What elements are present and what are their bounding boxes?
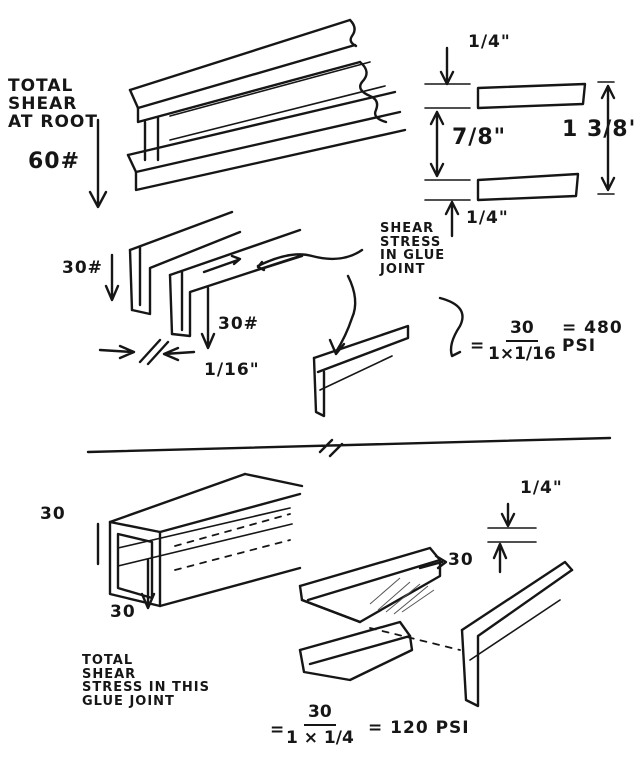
glue-width-value: 1/16"	[204, 360, 260, 380]
flange-piece	[298, 546, 448, 624]
bottom-result: = 120 PSI	[368, 718, 470, 738]
bottom-total-shear-label: TOTAL SHEAR STRESS IN THIS GLUE JOINT	[82, 653, 210, 709]
top-result: = 480 PSI	[562, 318, 623, 356]
top-numerator: 30	[506, 318, 538, 342]
top-denominator: 1×1/16	[488, 344, 556, 364]
total-shear-label: TOTAL SHEAR AT ROOT	[8, 76, 98, 132]
total-shear-value: 60#	[28, 149, 81, 174]
glue-dim-arrows	[492, 502, 516, 574]
top-equals: =	[470, 336, 486, 356]
shear-pointer-1	[256, 248, 364, 272]
section-divider	[86, 436, 612, 458]
dim-top-flange: 1/4"	[468, 32, 511, 52]
shear-pointer-3	[438, 296, 464, 358]
bottom-numerator: 30	[304, 702, 336, 726]
shear-pointer-2	[328, 274, 357, 356]
top-fraction: 30 1×1/16	[488, 318, 556, 364]
glue-dim-lines	[487, 527, 537, 543]
total-shear-arrow	[88, 118, 108, 209]
box-beam-sketch	[108, 472, 304, 608]
box-bottom-load: 30	[110, 602, 136, 622]
cross-section-sketch	[424, 46, 616, 238]
glue-width-dim	[98, 338, 196, 366]
vertical-board	[460, 560, 574, 708]
i-beam-sketch	[126, 18, 407, 192]
dim-web: 7/8"	[452, 125, 507, 150]
split-web-pieces	[128, 210, 304, 338]
dim-glue: 1/4"	[520, 478, 563, 498]
bottom-denominator: 1 × 1/4	[286, 728, 354, 748]
dim-total-depth: 1 3/8"	[562, 117, 635, 142]
connector-dash	[369, 627, 461, 651]
bottom-equals: =	[270, 720, 286, 740]
left-load-value: 30#	[62, 258, 103, 278]
flange-load: 30	[448, 550, 474, 570]
box-left-load: 30	[40, 504, 66, 524]
bottom-fraction: 30 1 × 1/4	[286, 702, 354, 748]
shear-stress-label: SHEAR STRESS IN GLUE JOINT	[380, 221, 446, 277]
right-load-value: 30#	[218, 314, 259, 334]
dim-bottom-flange: 1/4"	[466, 208, 509, 228]
right-load-arrow	[200, 286, 216, 350]
lower-flange-piece	[298, 620, 414, 682]
glue-piece	[312, 324, 410, 418]
box-bottom-load-arrow	[140, 558, 156, 610]
left-load-arrow	[104, 253, 120, 302]
